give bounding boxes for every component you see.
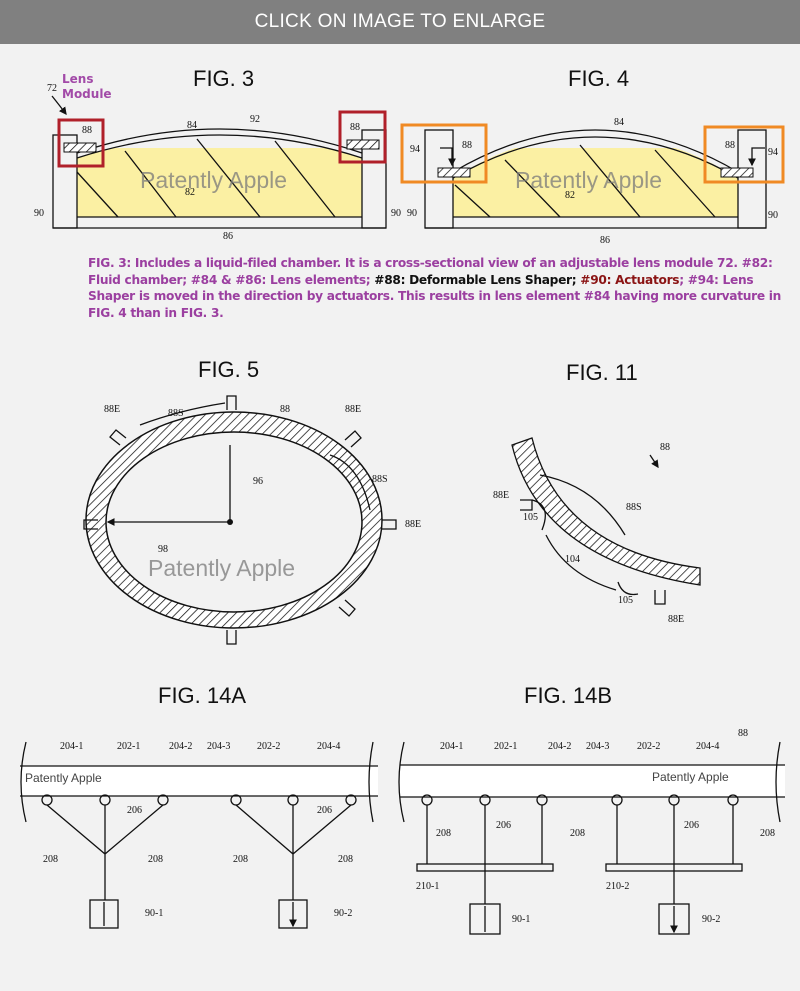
ref-105: 105 <box>523 512 538 523</box>
watermark: Patently Apple <box>140 167 287 193</box>
ref-82: 82 <box>185 187 195 198</box>
ref-88: 88 <box>660 442 670 453</box>
lens-label: Lens <box>62 72 93 86</box>
fig3-title: FIG. 3 <box>193 66 254 91</box>
ref-204-4: 204-4 <box>317 741 340 752</box>
click-to-enlarge-banner[interactable]: CLICK ON IMAGE TO ENLARGE <box>0 0 800 44</box>
ref-92: 92 <box>250 114 260 125</box>
ref-90: 90 <box>407 208 417 219</box>
ref-206: 206 <box>317 805 332 816</box>
ref-72: 72 <box>47 83 57 94</box>
ref-202-1: 202-1 <box>117 741 140 752</box>
ref-88: 88 <box>280 404 290 415</box>
ref-206: 206 <box>496 820 511 831</box>
figure-caption: FIG. 3: Includes a liquid-filed chamber.… <box>88 255 788 321</box>
ref-88e: 88E <box>104 404 120 415</box>
highlight-box <box>400 123 488 184</box>
ref-88s: 88S <box>168 408 184 419</box>
highlight-box <box>338 110 387 164</box>
ref-204-3: 204-3 <box>207 741 230 752</box>
ref-210-1: 210-1 <box>416 881 439 892</box>
caption-text: FIG. 3: Includes a liquid-filed chamber.… <box>88 256 773 287</box>
ref-202-1: 202-1 <box>494 741 517 752</box>
ref-208: 208 <box>338 854 353 865</box>
ref-104: 104 <box>565 554 580 565</box>
ref-88: 88 <box>82 125 92 136</box>
fig-4: FIG. 4 Patently Apple 84 94 88 88 94 82 … <box>400 66 785 246</box>
ref-202-2: 202-2 <box>637 741 660 752</box>
fig-14a: FIG. 14A Patently Apple 204-1 202-1 204-… <box>20 683 378 928</box>
fig-11: FIG. 11 88 88S 88E 105 104 105 88E <box>493 360 701 625</box>
ref-84: 84 <box>614 117 624 128</box>
ref-208: 208 <box>570 828 585 839</box>
caption-lens-shaper: #88: Deformable Lens Shaper; <box>374 272 581 287</box>
ref-204-3: 204-3 <box>586 741 609 752</box>
ref-88e: 88E <box>668 614 684 625</box>
ref-88: 88 <box>462 140 472 151</box>
ref-90: 90 <box>768 210 778 221</box>
ref-90-2: 90-2 <box>702 914 720 925</box>
ref-90-1: 90-1 <box>512 914 530 925</box>
watermark: Patently Apple <box>25 771 102 785</box>
ref-208: 208 <box>148 854 163 865</box>
ref-204-2: 204-2 <box>548 741 571 752</box>
ref-88s: 88S <box>626 502 642 513</box>
ref-98: 98 <box>158 544 168 555</box>
ref-94: 94 <box>768 147 778 158</box>
ref-105: 105 <box>618 595 633 606</box>
ref-206: 206 <box>684 820 699 831</box>
fig4-title: FIG. 4 <box>568 66 629 91</box>
ref-82: 82 <box>565 190 575 201</box>
ref-208: 208 <box>436 828 451 839</box>
ref-86: 86 <box>223 231 233 242</box>
module-label: Module <box>62 87 112 101</box>
fig-3: FIG. 3 Lens Module 72 Patently Apple 88 … <box>34 66 401 242</box>
ref-84: 84 <box>187 120 197 131</box>
ref-206: 206 <box>127 805 142 816</box>
fig14a-title: FIG. 14A <box>158 683 246 708</box>
caption-actuators: #90: Actuators <box>580 272 680 287</box>
ref-208: 208 <box>43 854 58 865</box>
ref-86: 86 <box>600 235 610 246</box>
ref-96: 96 <box>253 476 263 487</box>
ref-88: 88 <box>738 728 748 739</box>
ref-204-1: 204-1 <box>440 741 463 752</box>
ref-202-2: 202-2 <box>257 741 280 752</box>
ref-210-2: 210-2 <box>606 881 629 892</box>
ref-94: 94 <box>410 144 420 155</box>
watermark: Patently Apple <box>515 167 662 193</box>
ref-88: 88 <box>350 122 360 133</box>
ref-204-4: 204-4 <box>696 741 719 752</box>
ref-90: 90 <box>391 208 401 219</box>
ref-90-1: 90-1 <box>145 908 163 919</box>
ref-204-1: 204-1 <box>60 741 83 752</box>
ref-90: 90 <box>34 208 44 219</box>
watermark: Patently Apple <box>148 555 295 581</box>
fig-14b: FIG. 14B Patently Apple 88 204-1 202-1 2… <box>398 683 785 934</box>
ref-88e: 88E <box>493 490 509 501</box>
ref-208: 208 <box>233 854 248 865</box>
watermark: Patently Apple <box>652 770 729 784</box>
ref-90-2: 90-2 <box>334 908 352 919</box>
highlight-box <box>703 125 785 184</box>
ref-88e: 88E <box>345 404 361 415</box>
ref-88e: 88E <box>405 519 421 530</box>
fig14b-title: FIG. 14B <box>524 683 612 708</box>
fluid-chamber <box>77 148 362 217</box>
ref-208: 208 <box>760 828 775 839</box>
caption-text-end: ; #94: Lens Shaper is moved in the direc… <box>88 272 782 320</box>
fig-5: FIG. 5 Patently Apple 88E 88S 88 88E 88S… <box>83 357 421 645</box>
ref-88s: 88S <box>372 474 388 485</box>
ref-204-2: 204-2 <box>169 741 192 752</box>
fig11-title: FIG. 11 <box>566 360 638 385</box>
ref-88: 88 <box>725 140 735 151</box>
highlight-box <box>57 118 105 168</box>
fig5-title: FIG. 5 <box>198 357 259 382</box>
